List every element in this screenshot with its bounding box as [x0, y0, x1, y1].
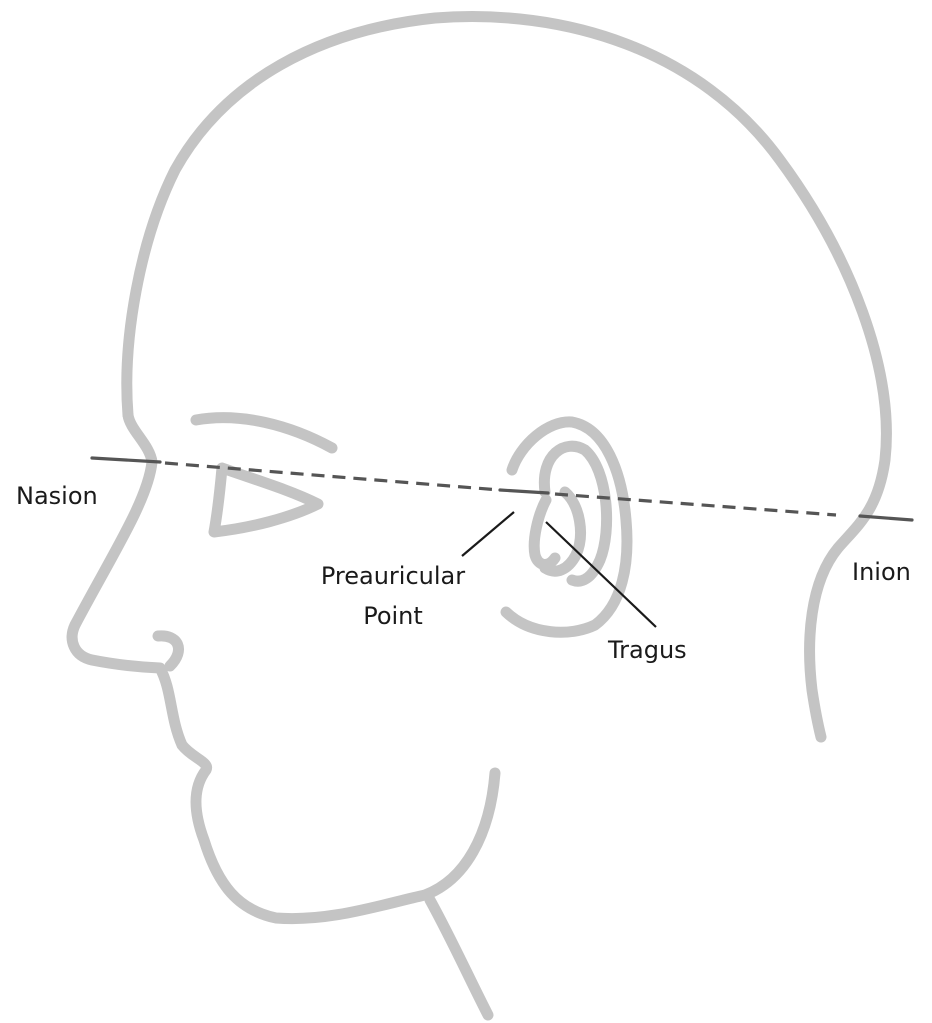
reference-line-dashed-back — [555, 494, 836, 515]
neck-outline — [430, 900, 488, 1015]
preauricular-point-label: Preauricular Point — [300, 558, 486, 634]
eye-outline — [214, 468, 318, 532]
inion-label: Inion — [852, 554, 911, 590]
preauricular-label-line2: Point — [300, 598, 486, 634]
tragus-outline — [534, 500, 555, 564]
nasion-label: Nasion — [16, 478, 98, 514]
preauricular-leader-line — [462, 512, 514, 556]
preauricular-label-line1: Preauricular — [300, 558, 486, 594]
nostril-outline — [158, 636, 179, 666]
cranium-outline — [127, 17, 887, 737]
tragus-label: Tragus — [608, 632, 687, 668]
eyebrow-outline — [196, 418, 332, 448]
